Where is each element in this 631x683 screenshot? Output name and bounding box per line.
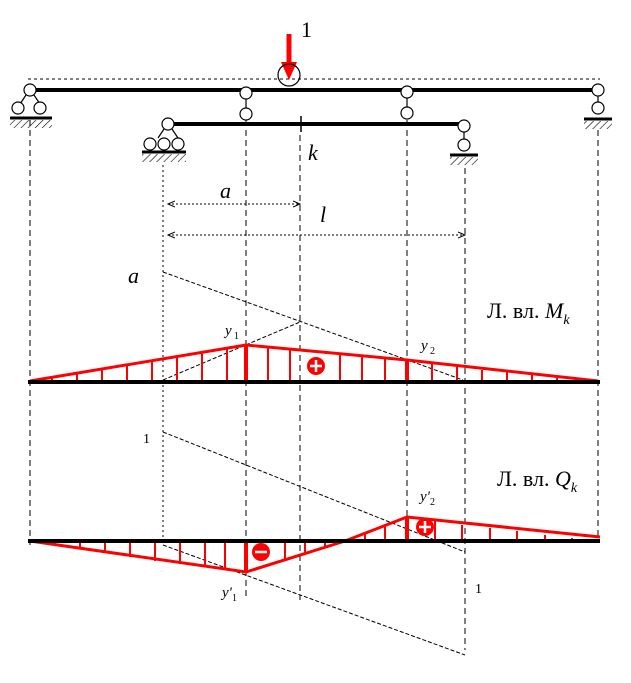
moment-outline (29, 343, 599, 383)
svg-text:2: 2 (430, 346, 435, 357)
svg-text:y': y' (220, 585, 233, 601)
svg-text:1: 1 (234, 331, 239, 342)
svg-text:y: y (223, 323, 232, 339)
dimensions: a l (168, 178, 465, 235)
section-k-label: k (308, 140, 319, 165)
right-link (400, 85, 414, 120)
y1-label: y 1 (223, 323, 239, 342)
dim-a-label: a (220, 178, 231, 203)
shear-outline (29, 515, 601, 574)
svg-text:2: 2 (430, 497, 435, 508)
y1-prime-label: y' 1 (220, 585, 237, 604)
moment-influence-line: a (28, 263, 600, 384)
ordinate-one-top-label: 1 (143, 432, 150, 447)
dim-l-label: l (320, 202, 326, 227)
unit-load: 1 (277, 17, 312, 87)
svg-text:1: 1 (232, 593, 237, 604)
ordinate-one-bottom-label: 1 (475, 582, 482, 597)
svg-text:y: y (419, 338, 428, 354)
svg-text:Л. вл. Mk: Л. вл. Mk (487, 298, 570, 328)
left-link (239, 86, 253, 121)
lower-left-support (142, 117, 186, 162)
lower-right-support (450, 119, 478, 165)
upper-left-support (10, 83, 52, 128)
projection-lines (29, 120, 599, 650)
shear-title: Л. вл. Qk (497, 466, 578, 496)
load-value: 1 (301, 17, 312, 42)
y2-prime-label: y' 2 (418, 489, 435, 508)
shear-influence-line: 1 1 (28, 431, 601, 656)
moment-title: Л. вл. Mk (487, 298, 570, 328)
svg-text:Л. вл. Qk: Л. вл. Qk (497, 466, 578, 496)
y2-label: y 2 (419, 338, 435, 357)
ordinate-a-label: a (128, 263, 139, 288)
upper-right-support (584, 83, 612, 129)
structure: k (10, 78, 612, 165)
svg-text:y': y' (418, 489, 431, 505)
